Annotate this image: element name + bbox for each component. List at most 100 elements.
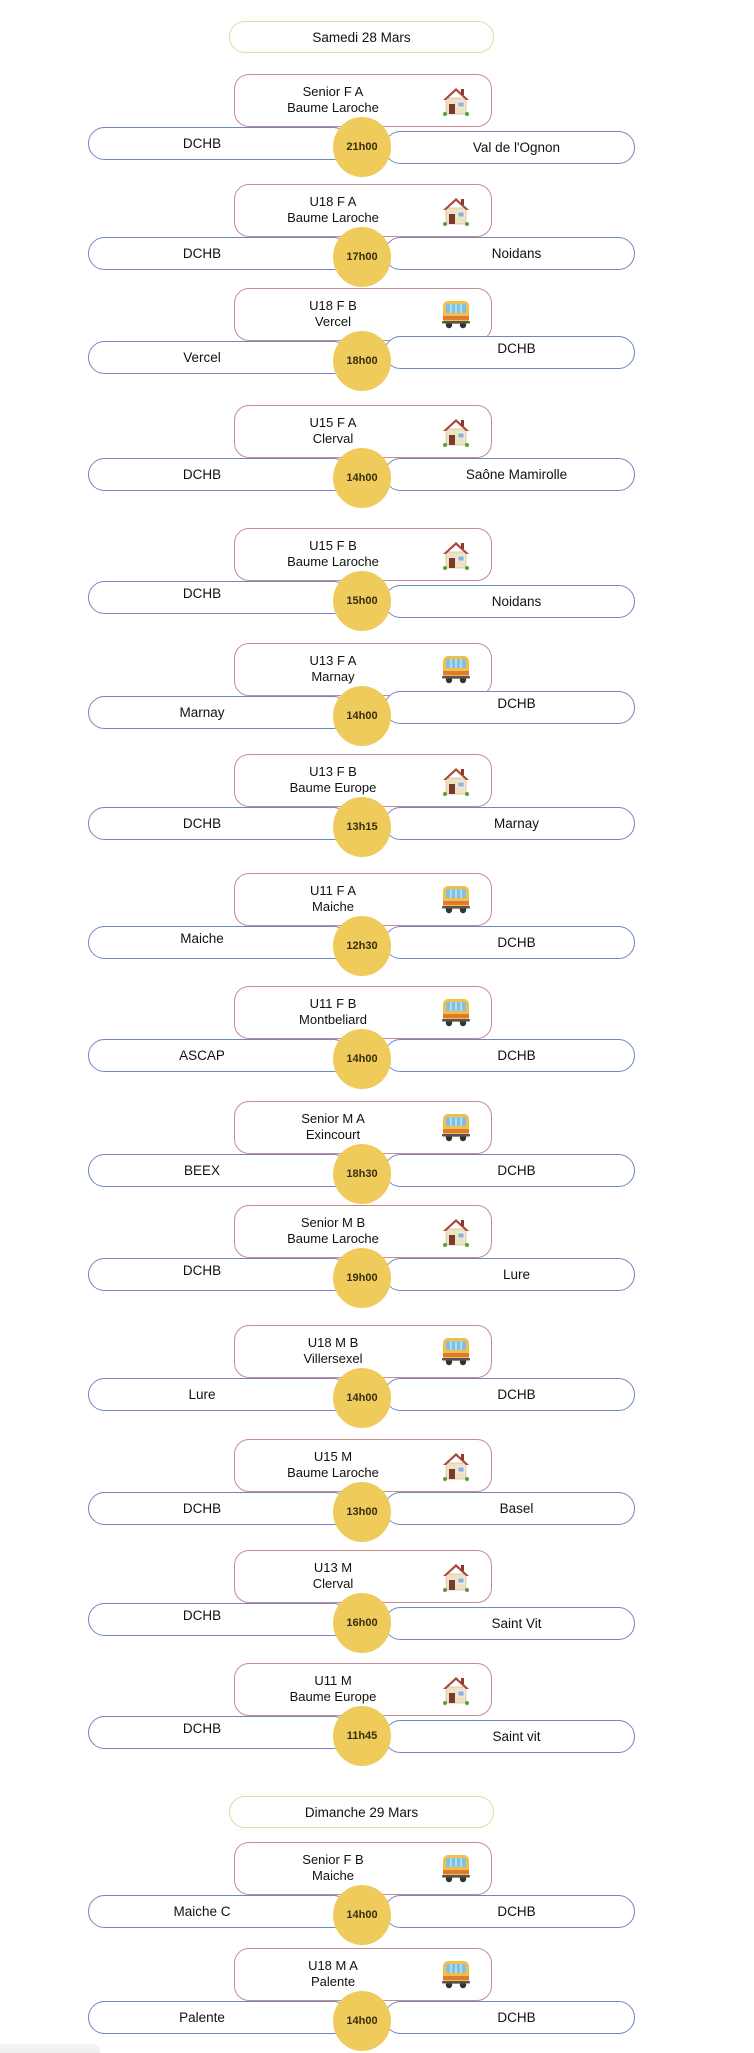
venue-name: Palente xyxy=(310,1974,356,1989)
bus-icon xyxy=(439,1334,473,1368)
house-icon xyxy=(439,1448,473,1482)
away-team-pill: Saône Mamirolle xyxy=(384,458,635,491)
category-name: U18 M A xyxy=(308,1958,358,1973)
match-time: 14h00 xyxy=(346,2015,378,2027)
match-time-badge: 19h00 xyxy=(333,1248,391,1308)
match-time: 14h00 xyxy=(346,1909,378,1921)
away-team: Basel xyxy=(499,1501,534,1516)
home-team: DCHB xyxy=(182,586,222,601)
home-team: Lure xyxy=(188,1387,216,1402)
home-team-pill: Maiche xyxy=(88,926,350,959)
away-team: Noidans xyxy=(491,594,542,609)
day-header: Samedi 28 Mars xyxy=(229,21,494,53)
home-team-pill: DCHB xyxy=(88,458,350,491)
house-icon xyxy=(439,1214,473,1248)
home-team: ASCAP xyxy=(179,1048,225,1063)
match-time: 14h00 xyxy=(346,710,378,722)
match-time: 15h00 xyxy=(346,595,378,607)
category-name: Senior F A xyxy=(302,84,364,99)
home-team: DCHB xyxy=(182,1608,222,1623)
venue-name: Baume Laroche xyxy=(287,1465,379,1480)
venue-name: Clerval xyxy=(312,431,354,446)
match-time: 13h15 xyxy=(346,821,378,833)
home-team-pill: Marnay xyxy=(88,696,350,729)
bus-icon xyxy=(439,1851,473,1885)
away-team: DCHB xyxy=(497,935,536,950)
house-icon xyxy=(439,763,473,797)
match-time-badge: 21h00 xyxy=(333,117,391,177)
home-team-pill: DCHB xyxy=(88,1258,350,1291)
home-team-pill: DCHB xyxy=(88,1603,350,1636)
venue-name: Baume Europe xyxy=(289,780,377,795)
match-time: 18h00 xyxy=(346,355,378,367)
venue-name: Baume Laroche xyxy=(287,1231,379,1246)
match-time: 14h00 xyxy=(346,472,378,484)
venue-name: Baume Laroche xyxy=(287,100,379,115)
day-date: Dimanche 29 Mars xyxy=(304,1804,419,1820)
house-icon xyxy=(439,83,473,117)
home-team: Maiche xyxy=(180,931,224,946)
home-team: DCHB xyxy=(182,246,222,261)
venue-name: Montbeliard xyxy=(299,1012,367,1027)
home-team-pill: DCHB xyxy=(88,581,350,614)
match-time: 17h00 xyxy=(346,251,378,263)
category-name: U15 F A xyxy=(309,415,357,430)
match-time-badge: 16h00 xyxy=(333,1593,391,1653)
house-icon xyxy=(439,1672,473,1706)
away-team-pill: Saint vit xyxy=(384,1720,635,1753)
home-team-pill: Lure xyxy=(88,1378,350,1411)
house-icon xyxy=(439,414,473,448)
match-time: 11h45 xyxy=(346,1730,378,1742)
category-name: U11 M xyxy=(314,1673,352,1688)
category-name: Senior F B xyxy=(302,1852,364,1867)
away-team: DCHB xyxy=(497,1163,536,1178)
category-name: U13 M xyxy=(313,1560,353,1575)
match-time-badge: 13h15 xyxy=(333,797,391,857)
home-team: Palente xyxy=(179,2010,225,2025)
away-team-pill: DCHB xyxy=(384,2001,635,2034)
home-team-pill: Maiche C xyxy=(88,1895,350,1928)
match-time-badge: 18h00 xyxy=(333,331,391,391)
venue-name: Villersexel xyxy=(303,1351,363,1366)
horizontal-scrollbar[interactable] xyxy=(0,2044,100,2053)
match-time: 19h00 xyxy=(346,1272,378,1284)
home-team: DCHB xyxy=(182,1721,222,1736)
away-team: DCHB xyxy=(497,1904,536,1919)
match-time-badge: 17h00 xyxy=(333,227,391,287)
away-team-pill: DCHB xyxy=(384,336,635,369)
away-team: Marnay xyxy=(493,816,539,831)
match-time: 14h00 xyxy=(346,1392,378,1404)
home-team-pill: Vercel xyxy=(88,341,350,374)
home-team: DCHB xyxy=(182,136,222,151)
away-team: Saint Vit xyxy=(491,1616,542,1631)
away-team-pill: Lure xyxy=(384,1258,635,1291)
venue-name: Baume Laroche xyxy=(287,210,379,225)
away-team: DCHB xyxy=(497,341,536,356)
match-time-badge: 13h00 xyxy=(333,1482,391,1542)
away-team-pill: DCHB xyxy=(384,926,635,959)
match-time: 13h00 xyxy=(346,1506,378,1518)
match-time: 18h30 xyxy=(346,1168,378,1180)
home-team-pill: DCHB xyxy=(88,1492,350,1525)
away-team: DCHB xyxy=(497,696,536,711)
venue-name: Maiche xyxy=(312,1868,354,1883)
home-team: Marnay xyxy=(179,705,225,720)
venue-name: Marnay xyxy=(311,669,355,684)
category-name: Senior M A xyxy=(301,1111,365,1126)
match-time-badge: 15h00 xyxy=(333,571,391,631)
match-time-badge: 14h00 xyxy=(333,1885,391,1945)
venue-name: Vercel xyxy=(314,314,352,329)
venue-name: Baume Laroche xyxy=(287,554,379,569)
away-team-pill: DCHB xyxy=(384,1895,635,1928)
away-team-pill: Noidans xyxy=(384,585,635,618)
match-time-badge: 14h00 xyxy=(333,1029,391,1089)
away-team: Saint vit xyxy=(492,1729,541,1744)
